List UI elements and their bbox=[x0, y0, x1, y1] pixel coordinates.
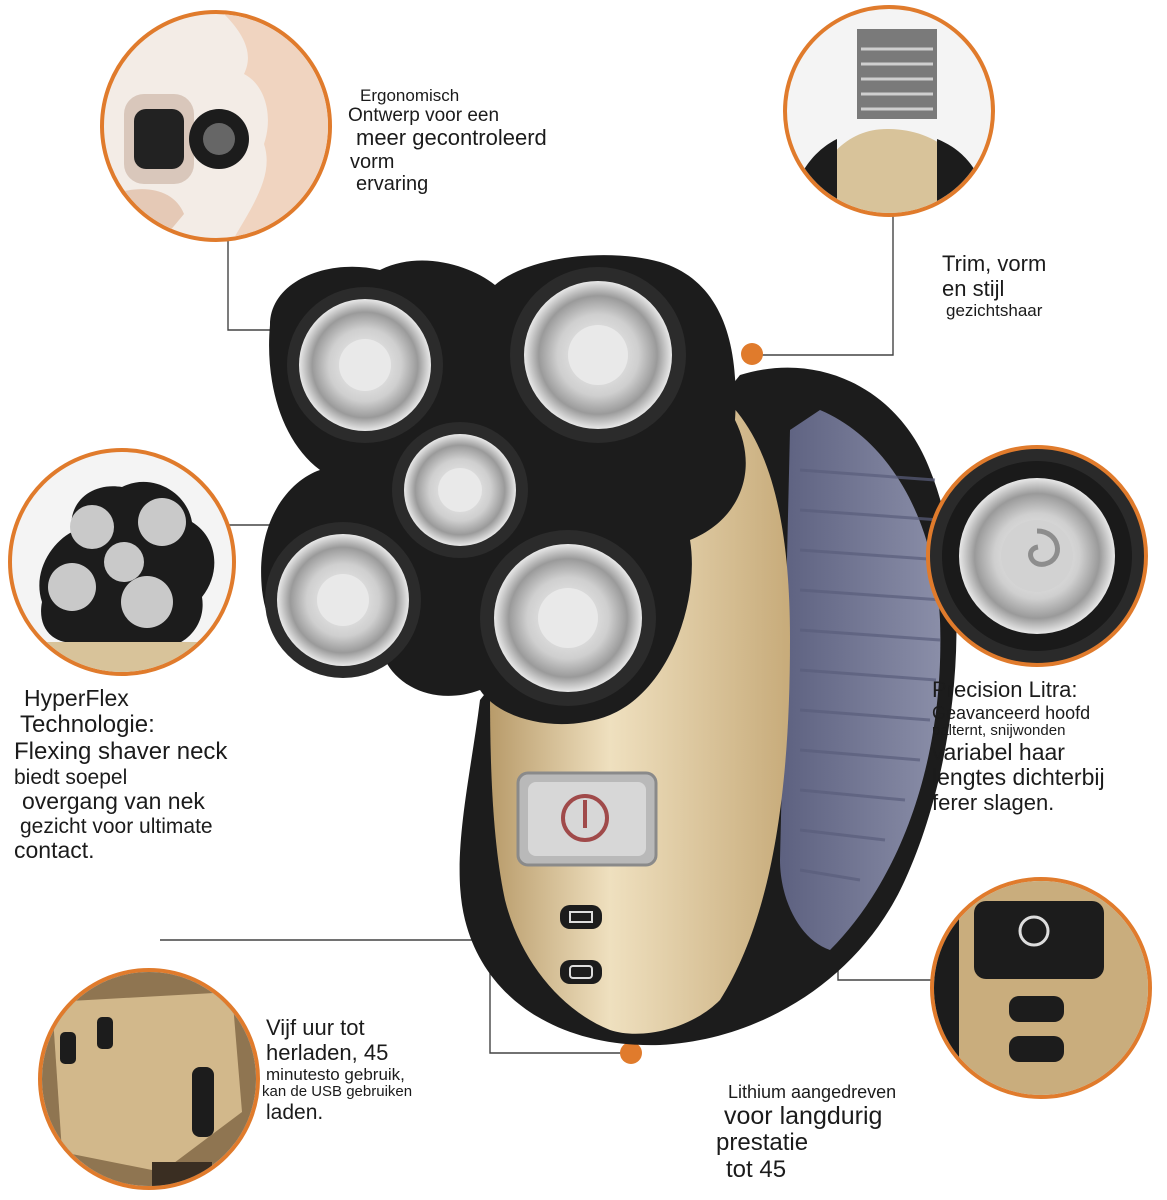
callout-lithium-line-3: prestatie bbox=[716, 1129, 809, 1157]
callout-trim-line-1: Trim, vorm bbox=[942, 251, 1047, 276]
connector-trim bbox=[752, 200, 894, 356]
callout-precision-line-1: Precision Litra: bbox=[932, 677, 1078, 702]
callout-lithium: Lithium aangedreven voor langdurig prest… bbox=[716, 1082, 896, 1184]
callout-hyperflex-line-4: biedt soepel bbox=[14, 765, 128, 789]
detail-circle-trimmer bbox=[783, 5, 995, 217]
callout-trim: Trim, vorm en stijl gezichtshaar bbox=[942, 251, 1047, 321]
callout-hyperflex-line-3: Flexing shaver neck bbox=[14, 737, 228, 765]
callout-lithium-line-4: tot 45 bbox=[726, 1156, 787, 1184]
battery-indicator-icon bbox=[560, 905, 602, 929]
power-icon bbox=[561, 794, 609, 842]
shaving-foils bbox=[265, 267, 686, 706]
callout-charge: Vijf uur tot herladen, 45 minutesto gebr… bbox=[262, 1015, 413, 1125]
callout-hyperflex-line-2: Technologie: bbox=[20, 710, 155, 738]
callout-charge-line-5: laden. bbox=[266, 1101, 324, 1125]
callout-ergonomic-line-1: Ergonomisch bbox=[360, 86, 460, 105]
callout-charge-line-3: minutesto gebruik, bbox=[266, 1065, 405, 1085]
detail-circle-side bbox=[38, 968, 260, 1190]
callout-precision-line-4: variabel haar bbox=[932, 738, 1065, 765]
dot-lithium bbox=[620, 1042, 642, 1064]
callout-hyperflex-line-6: gezicht voor ultimate bbox=[20, 814, 213, 838]
detail-circle-buttons bbox=[930, 877, 1152, 1099]
callout-charge-line-4: kan de USB gebruiken bbox=[262, 1083, 413, 1101]
detail-circle-face bbox=[100, 10, 332, 242]
callout-ergonomic-line-5: ervaring bbox=[356, 173, 429, 196]
callout-hyperflex: HyperFlex Technologie: Flexing shaver ne… bbox=[14, 685, 228, 864]
callout-trim-line-2: en stijl bbox=[942, 275, 1005, 301]
callout-ergonomic: Ergonomisch Ontwerp voor een meer gecont… bbox=[348, 86, 547, 196]
callout-precision-line-6: ferer slagen. bbox=[932, 790, 1055, 816]
callout-ergonomic-line-4: vorm bbox=[350, 150, 395, 173]
shaver-grip bbox=[780, 410, 941, 950]
callout-precision-line-2: Geavanceerd hoofd bbox=[932, 702, 1091, 723]
callout-lithium-line-1: Lithium aangedreven bbox=[728, 1082, 897, 1102]
callout-ergonomic-line-2: Ontwerp voor een bbox=[348, 105, 500, 127]
dot-trim bbox=[741, 343, 763, 365]
detail-circle-foil bbox=[926, 445, 1148, 667]
callout-precision-line-5: lengtes dichterbij bbox=[932, 764, 1105, 791]
lock-indicator-icon bbox=[560, 960, 602, 984]
callout-charge-line-1: Vijf uur tot bbox=[266, 1015, 365, 1040]
detail-circle-heads bbox=[8, 448, 236, 676]
connector-charge bbox=[160, 939, 628, 1054]
callout-precision: Precision Litra: Geavanceerd hoofd palte… bbox=[932, 677, 1105, 816]
callout-hyperflex-line-5: overgang van nek bbox=[22, 788, 205, 815]
callout-precision-line-3: palternt, snijwonden bbox=[932, 721, 1066, 739]
shaver-body-front bbox=[490, 380, 790, 1034]
callout-hyperflex-line-7: contact. bbox=[14, 837, 95, 864]
callout-trim-line-3: gezichtshaar bbox=[946, 301, 1043, 321]
callout-hyperflex-line-1: HyperFlex bbox=[24, 685, 129, 711]
callout-lithium-line-2: voor langdurig bbox=[724, 1102, 883, 1131]
callout-charge-line-2: herladen, 45 bbox=[266, 1039, 389, 1065]
callout-ergonomic-line-3: meer gecontroleerd bbox=[356, 125, 547, 151]
